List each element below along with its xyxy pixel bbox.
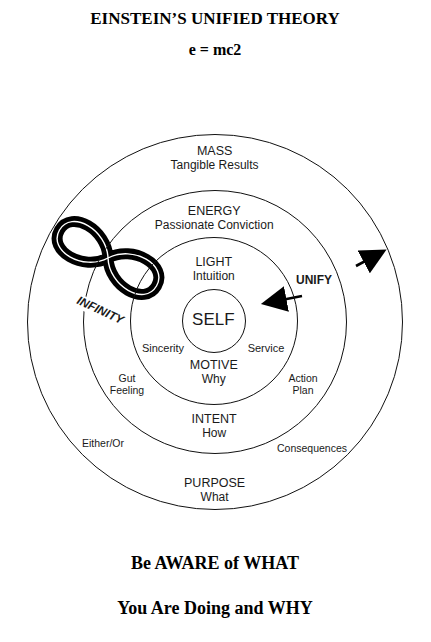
circle-heading: PURPOSE (184, 475, 245, 489)
unify-arrow (266, 296, 302, 303)
core-circle: SELF (182, 289, 246, 353)
circle-subtext: What (201, 491, 229, 505)
annotation: Either/Or (82, 437, 124, 449)
circle-heading: INTENT (192, 412, 237, 426)
annotation: Action Plan (283, 372, 323, 396)
circle-subtext: How (202, 427, 226, 441)
annotation: Consequences (277, 442, 347, 454)
caption-line: Be AWARE of WHAT (131, 553, 299, 574)
circle-heading: ENERGY (188, 204, 241, 218)
annotation: Sincerity (142, 342, 184, 355)
circle-heading: MASS (197, 143, 232, 157)
infinity-label: INFINITY (73, 293, 128, 328)
annotation: Gut Feeling (107, 372, 147, 396)
circle-heading: SELF (192, 311, 235, 331)
annotation: Service (248, 342, 285, 355)
circle-subtext: Passionate Conviction (155, 219, 274, 233)
circle-heading: MOTIVE (190, 358, 238, 372)
inner-circle: LIGHTIntuitionMOTIVEWhy SELF (130, 237, 298, 405)
circle-subtext: Tangible Results (171, 159, 259, 173)
title: EINSTEIN’S UNIFIED THEORY (90, 9, 339, 29)
circle-subtext: Why (202, 373, 226, 387)
unify-label: UNIFY (296, 274, 332, 288)
equation: e = mc2 (189, 41, 242, 59)
caption-line: You Are Doing and WHY (117, 598, 312, 619)
circle-heading: LIGHT (195, 255, 232, 269)
outward-arrow (356, 252, 382, 266)
infinity-symbol (51, 214, 166, 301)
circle-subtext: Intuition (193, 270, 235, 284)
